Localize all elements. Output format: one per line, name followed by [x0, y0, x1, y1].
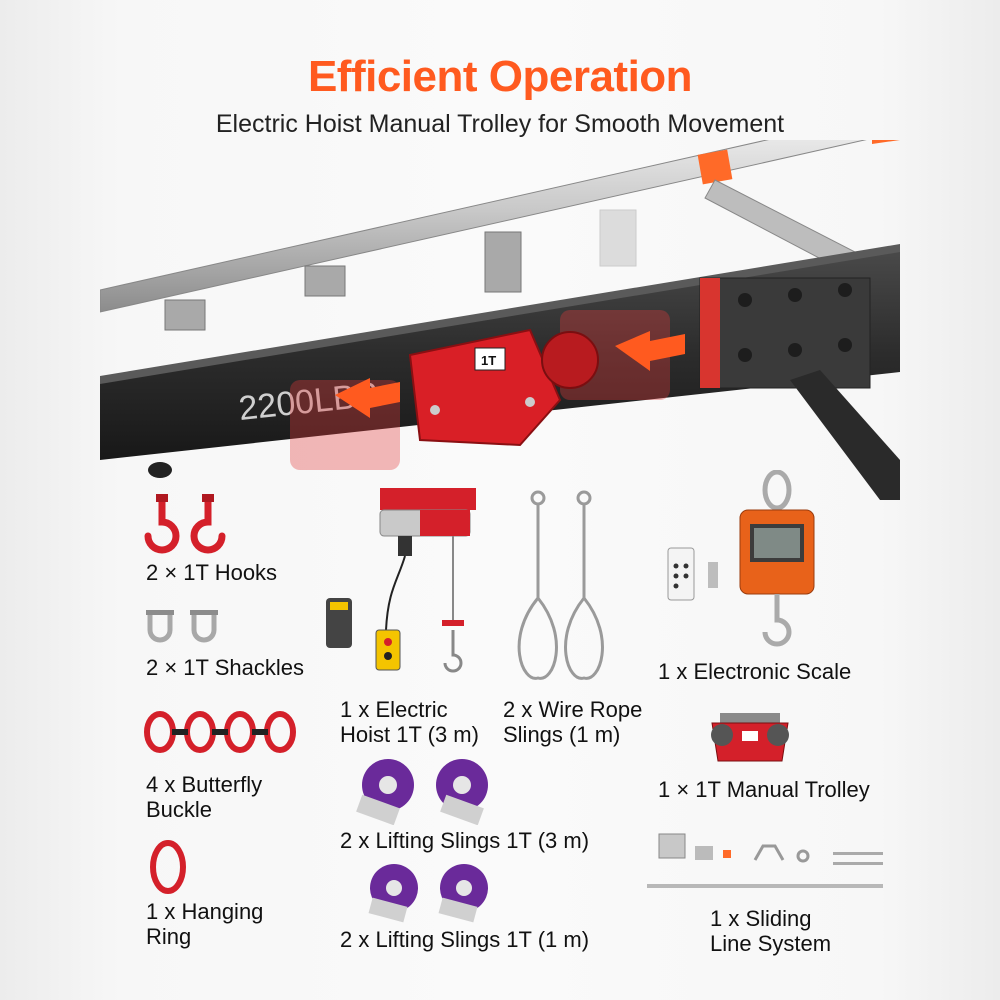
manual-trolley-main: 1T [408, 328, 599, 447]
rail-bracket [697, 149, 733, 185]
shackle-icon [146, 610, 218, 643]
wire-rope-sling-icon [517, 490, 604, 680]
gantry-leg [790, 370, 900, 500]
rail-end-cap [872, 140, 900, 144]
beam-end-red-plate [700, 278, 720, 388]
item-sliding-label-1: 1 x Sliding [710, 906, 812, 931]
page-subtitle: Electric Hoist Manual Trolley for Smooth… [215, 110, 785, 138]
item-butterfly-label-2: Buckle [146, 797, 213, 822]
hook-icon [144, 494, 226, 554]
electronic-scale-icon [667, 470, 815, 647]
hanging-ring-icon [150, 840, 186, 894]
sliding-rail [100, 140, 867, 313]
item-ring-label-1: 1 x Hanging [146, 899, 264, 924]
sliding-line-system-icon [647, 833, 883, 888]
item-wire-label-1: 2 x Wire Rope [503, 697, 643, 722]
item-hoist-label-2: Hoist 1T (3 m) [340, 722, 479, 747]
item-ring-label-2: Ring [146, 924, 192, 949]
item-hoist-label-1: 1 x Electric [340, 697, 448, 722]
beam-bolts [738, 283, 852, 362]
arrow-left-icon [335, 378, 400, 418]
item-slings3-label: 2 x Lifting Slings 1T (3 m) [340, 828, 590, 853]
beam-joint-plate [699, 277, 871, 389]
item-slings1-label: 2 x Lifting Slings 1T (1 m) [340, 927, 590, 952]
gantry-hero-illustration: 2200LBS 1T [100, 140, 900, 500]
trolley-capacity-plate: 1T [481, 353, 496, 368]
page-title: Efficient Operation [307, 52, 693, 101]
item-butterfly-label-1: 4 x Butterfly [146, 772, 263, 797]
butterfly-buckle-icon [144, 711, 296, 753]
lifting-sling-3m-icon [356, 759, 488, 825]
lifting-sling-1m-icon [368, 864, 488, 923]
item-trolley-label: 1 × 1T Manual Trolley [658, 777, 870, 802]
electric-hoist-icon [326, 488, 476, 673]
item-sliding-label-2: Line System [710, 931, 832, 956]
item-wire-label-2: Slings (1 m) [503, 722, 621, 747]
arrow-right-icon [615, 331, 685, 371]
manual-trolley-icon [711, 713, 789, 762]
item-hooks-label: 2 × 1T Hooks [146, 560, 278, 585]
rail-hanger [164, 209, 637, 331]
item-scale-label: 1 x Electronic Scale [658, 659, 852, 684]
item-shackles-label: 2 × 1T Shackles [146, 655, 304, 680]
leg-foot [148, 462, 172, 478]
